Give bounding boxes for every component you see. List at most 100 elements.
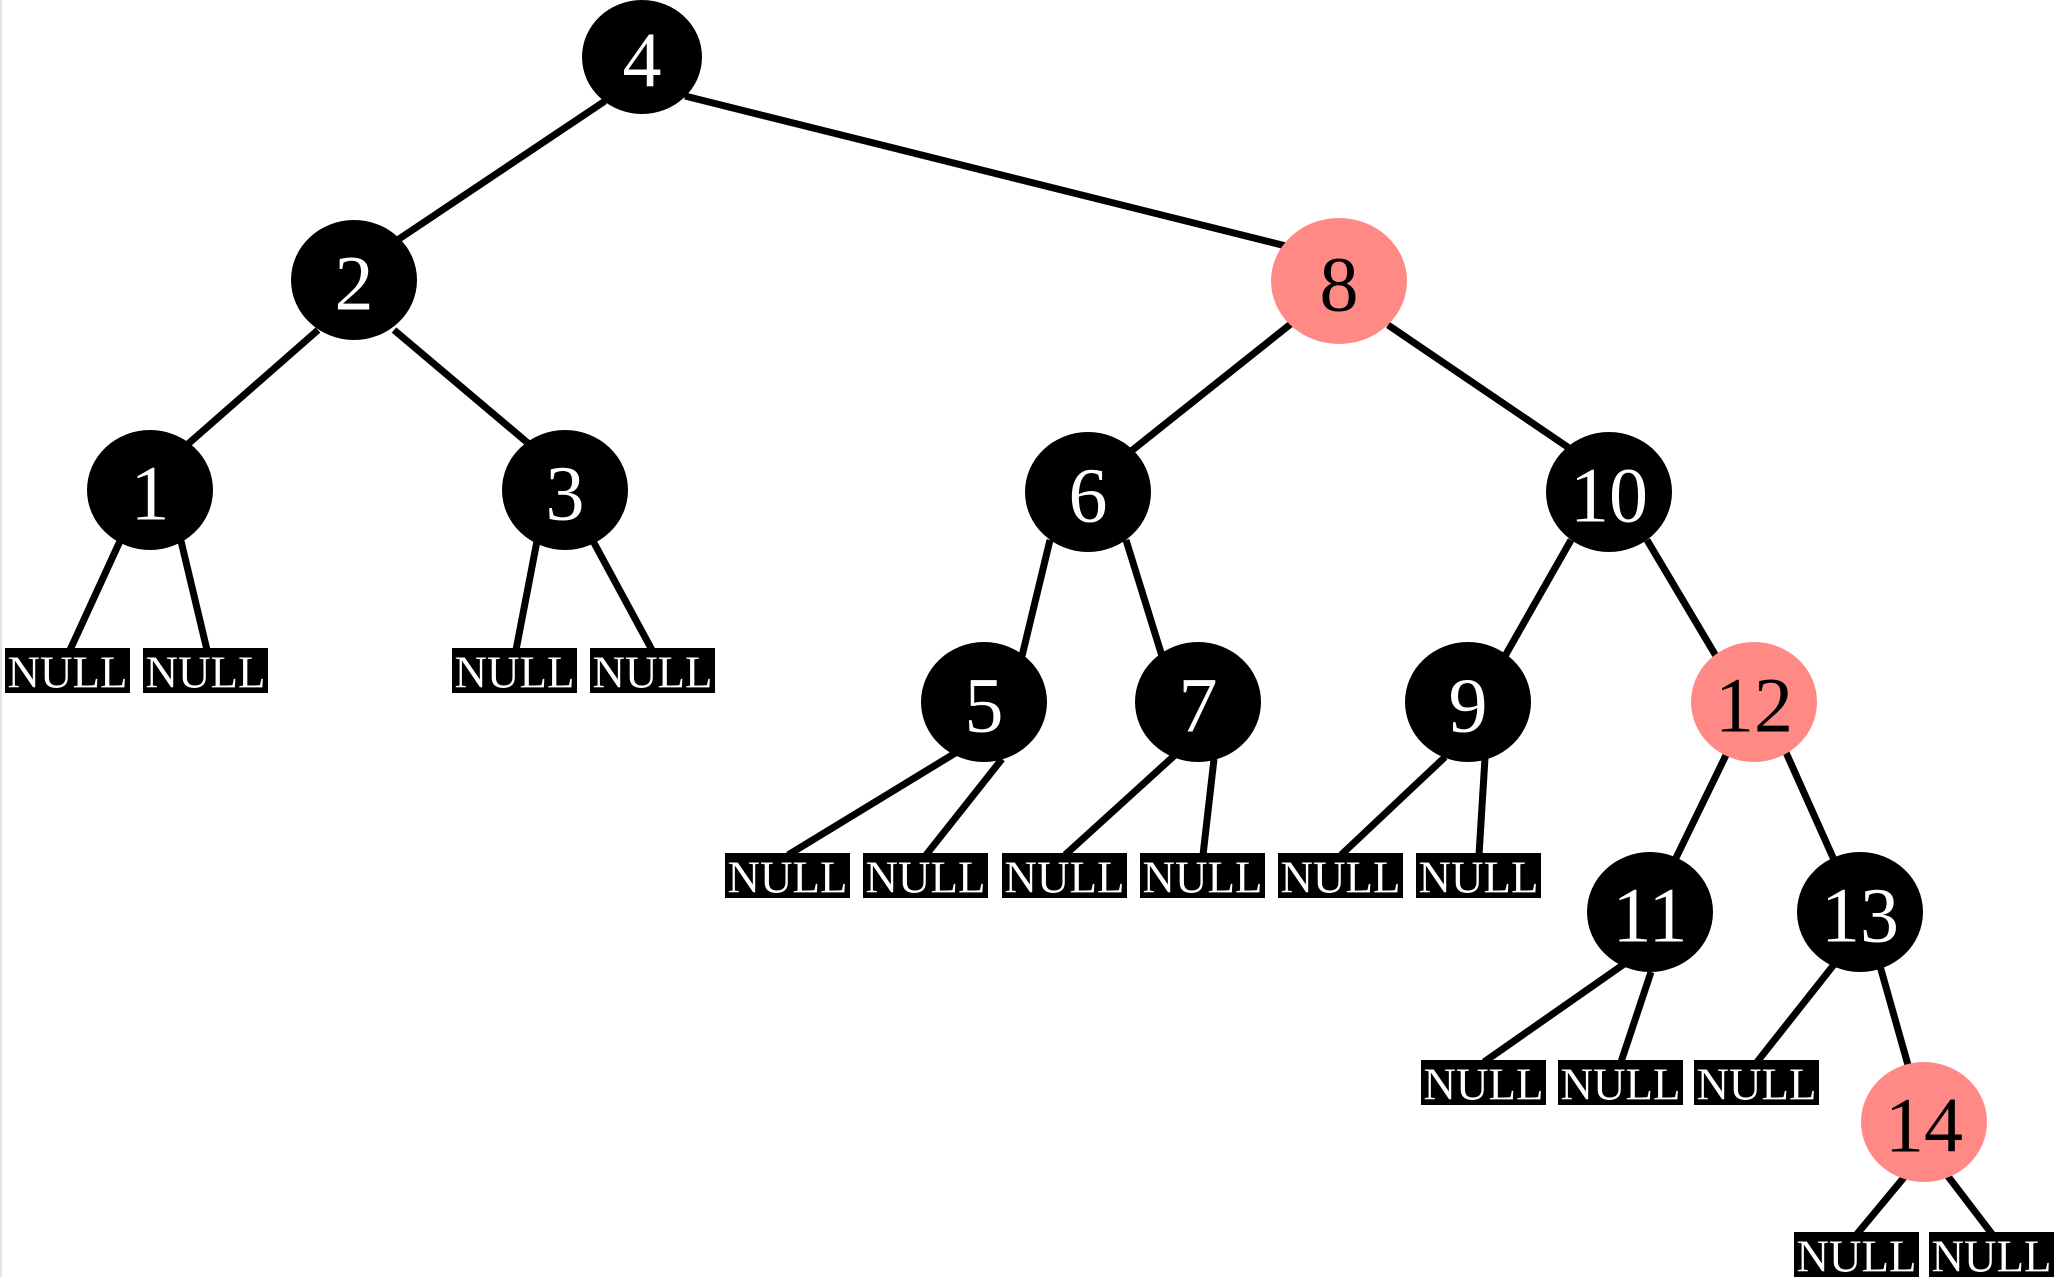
node-label: 13 bbox=[1821, 872, 1899, 959]
node-label: 12 bbox=[1715, 662, 1793, 749]
null-leaf-label: NULL bbox=[1424, 1060, 1544, 1110]
tree-edge-n4-n2 bbox=[388, 98, 607, 248]
null-leaf: NULL bbox=[5, 648, 130, 698]
tree-edge-n11-l12 bbox=[1617, 970, 1655, 1064]
tree-node-10[interactable]: 10 bbox=[1546, 432, 1672, 552]
null-leaf-label: NULL bbox=[1797, 1232, 1917, 1277]
edges-group bbox=[66, 92, 1995, 1237]
node-circle-black[interactable] bbox=[1797, 852, 1923, 972]
null-leaf-box bbox=[1794, 1232, 1919, 1277]
tree-node-11[interactable]: 11 bbox=[1587, 852, 1713, 972]
node-circle-black[interactable] bbox=[1405, 642, 1531, 762]
node-circle-black[interactable] bbox=[291, 220, 417, 340]
tree-edge-n12-n13 bbox=[1780, 746, 1839, 864]
null-leaves-group: NULL NULL NULL NULL NULL NULL NULL NULL NULL NULL… bbox=[5, 648, 2054, 1277]
tree-node-3[interactable]: 3 bbox=[502, 430, 628, 550]
node-circle-black[interactable] bbox=[1546, 432, 1672, 552]
tree-node-14[interactable]: 14 bbox=[1861, 1062, 1987, 1182]
tree-edge-n6-n5 bbox=[1018, 539, 1054, 657]
null-leaf: NULL bbox=[1416, 853, 1541, 903]
null-leaf-label: NULL bbox=[146, 648, 266, 698]
null-leaf: NULL bbox=[1929, 1232, 2054, 1277]
tree-edge-n1-l1 bbox=[66, 539, 124, 652]
tree-edge-n3-l4 bbox=[589, 539, 656, 652]
tree-edge-n14-l14 bbox=[1854, 1172, 1909, 1237]
null-leaf-label: NULL bbox=[1005, 853, 1125, 903]
null-leaf-label: NULL bbox=[455, 648, 575, 698]
tree-edge-n9-l10 bbox=[1475, 757, 1489, 856]
tree-edge-n13-l13 bbox=[1754, 959, 1839, 1065]
null-leaf-box bbox=[1002, 853, 1127, 898]
null-leaf: NULL bbox=[1558, 1060, 1683, 1110]
tree-edge-n2-n3 bbox=[391, 327, 532, 447]
null-leaf-box bbox=[590, 648, 715, 693]
node-circle-black[interactable] bbox=[1587, 852, 1713, 972]
tree-edge-n6-n7 bbox=[1122, 538, 1166, 658]
tree-edge-n13-n14 bbox=[1876, 965, 1912, 1066]
node-label: 10 bbox=[1570, 452, 1648, 539]
node-circle-black[interactable] bbox=[921, 642, 1047, 762]
null-leaf-box bbox=[1416, 853, 1541, 898]
tree-node-4[interactable]: 4 bbox=[582, 0, 702, 114]
tree-node-2[interactable]: 2 bbox=[291, 220, 417, 340]
null-leaf-label: NULL bbox=[1561, 1060, 1681, 1110]
null-leaf-box bbox=[863, 853, 988, 898]
tree-node-9[interactable]: 9 bbox=[1405, 642, 1531, 762]
null-leaf: NULL bbox=[725, 853, 850, 903]
null-leaf: NULL bbox=[1278, 853, 1403, 903]
null-leaf-box bbox=[143, 648, 268, 693]
tree-edge-n3-l3 bbox=[512, 540, 541, 651]
node-label: 11 bbox=[1612, 872, 1687, 959]
tree-node-13[interactable]: 13 bbox=[1797, 852, 1923, 972]
null-leaf-box bbox=[452, 648, 577, 693]
node-label: 14 bbox=[1885, 1082, 1963, 1169]
node-label: 8 bbox=[1320, 241, 1359, 328]
tree-edge-n7-l8 bbox=[1199, 758, 1218, 856]
null-leaf-label: NULL bbox=[1932, 1232, 2052, 1277]
null-leaf-label: NULL bbox=[866, 853, 986, 903]
node-circle-black[interactable] bbox=[1135, 642, 1261, 762]
node-circle-black[interactable] bbox=[1025, 432, 1151, 552]
node-label: 9 bbox=[1449, 662, 1488, 749]
tree-edge-n9-l9 bbox=[1338, 754, 1448, 858]
tree-node-12[interactable]: 12 bbox=[1691, 642, 1817, 762]
null-leaf-box bbox=[1140, 853, 1265, 898]
null-leaf-label: NULL bbox=[1143, 853, 1263, 903]
null-leaf-label: NULL bbox=[728, 853, 848, 903]
null-leaf-box bbox=[1278, 853, 1403, 898]
null-leaf: NULL bbox=[863, 853, 988, 903]
node-label: 6 bbox=[1069, 452, 1108, 539]
null-leaf-box bbox=[1929, 1232, 2054, 1277]
node-circle-black[interactable] bbox=[502, 430, 628, 550]
tree-edge-n8-n10 bbox=[1386, 322, 1574, 453]
tree-node-5[interactable]: 5 bbox=[921, 642, 1047, 762]
null-leaf-label: NULL bbox=[1281, 853, 1401, 903]
node-circle-black[interactable] bbox=[582, 0, 702, 114]
null-leaf-box bbox=[1694, 1060, 1819, 1105]
null-leaf: NULL bbox=[1694, 1060, 1819, 1110]
node-circle-red[interactable] bbox=[1691, 642, 1817, 762]
node-circle-red[interactable] bbox=[1271, 218, 1407, 344]
null-leaf-box bbox=[725, 853, 850, 898]
tree-edge-n1-l2 bbox=[177, 540, 211, 651]
null-leaf-label: NULL bbox=[1419, 853, 1539, 903]
tree-edge-n5-l5 bbox=[786, 749, 959, 858]
tree-edge-n7-l7 bbox=[1062, 752, 1178, 858]
null-leaf-label: NULL bbox=[593, 648, 713, 698]
null-leaf: NULL bbox=[143, 648, 268, 698]
node-label: 3 bbox=[546, 450, 585, 537]
null-leaf: NULL bbox=[452, 648, 577, 698]
node-circle-red[interactable] bbox=[1861, 1062, 1987, 1182]
node-circle-black[interactable] bbox=[87, 430, 213, 550]
tree-edge-n14-l15 bbox=[1944, 1172, 1995, 1237]
tree-node-6[interactable]: 6 bbox=[1025, 432, 1151, 552]
tree-node-7[interactable]: 7 bbox=[1135, 642, 1261, 762]
null-leaf: NULL bbox=[1794, 1232, 1919, 1277]
tree-edge-n8-n6 bbox=[1127, 320, 1295, 455]
null-leaf-label: NULL bbox=[8, 648, 128, 698]
tree-node-1[interactable]: 1 bbox=[87, 430, 213, 550]
tree-node-8[interactable]: 8 bbox=[1271, 218, 1407, 344]
